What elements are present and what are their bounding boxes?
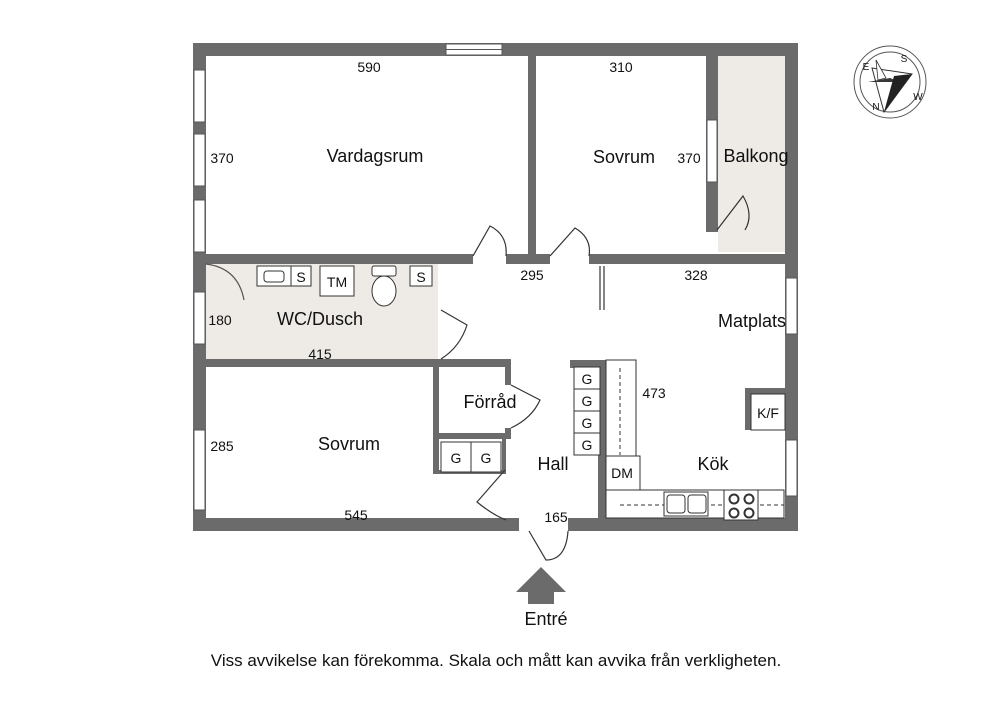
dim-vardagsrum-height: 370 — [210, 150, 234, 166]
fixture-fridge: K/F — [757, 405, 779, 421]
dim-wc-width: 415 — [308, 346, 332, 362]
dim-hall-width-top: 295 — [520, 267, 544, 283]
fixture-dishwasher: DM — [611, 465, 633, 481]
room-matplats: Matplats — [718, 311, 786, 331]
room-vardagsrum: Vardagsrum — [327, 146, 424, 166]
bathroom-fixtures — [256, 265, 433, 307]
compass-label: W — [913, 92, 923, 103]
fixture-wardrobe: G — [451, 450, 462, 466]
compass-label: N — [872, 102, 879, 113]
room-balkong: Balkong — [723, 146, 788, 166]
dim-sovrum-top-width: 310 — [609, 59, 633, 75]
fixture-sink2: S — [416, 269, 425, 285]
fixture-sink: S — [296, 269, 305, 285]
fixture-wardrobe: G — [582, 437, 593, 453]
dim-sovrum-bottom-width: 545 — [344, 507, 368, 523]
dim-sovrum-bottom-height: 285 — [210, 438, 234, 454]
fixture-wardrobe: G — [582, 415, 593, 431]
windows — [193, 43, 798, 511]
room-kok: Kök — [697, 454, 729, 474]
fixture-wardrobe: G — [582, 371, 593, 387]
doors — [205, 194, 750, 561]
dim-wc-height: 180 — [208, 312, 232, 328]
room-sovrum-top: Sovrum — [593, 147, 655, 167]
room-hall: Hall — [537, 454, 568, 474]
compass-label: E — [863, 62, 870, 73]
dim-sovrum-top-height: 370 — [677, 150, 701, 166]
fixture-washer: TM — [327, 274, 347, 290]
entry-label: Entré — [524, 609, 567, 629]
fixture-wardrobe: G — [481, 450, 492, 466]
dim-kitchen-width: 328 — [684, 267, 708, 283]
dim-entry-width: 165 — [544, 509, 568, 525]
disclaimer: Viss avvikelse kan förekomma. Skala och … — [210, 651, 782, 670]
compass-icon — [853, 45, 927, 119]
dim-vardagsrum-width: 590 — [357, 59, 381, 75]
wardrobes — [440, 366, 601, 473]
kitchen — [605, 359, 786, 521]
fixture-wardrobe: G — [582, 393, 593, 409]
room-forrad: Förråd — [463, 392, 516, 412]
balcony-floor — [718, 56, 794, 252]
compass-label: S — [901, 54, 908, 65]
room-sovrum-bottom: Sovrum — [318, 434, 380, 454]
room-wc: WC/Dusch — [277, 309, 363, 329]
dim-kitchen-length: 473 — [642, 385, 666, 401]
entry-arrow-icon — [516, 567, 566, 604]
